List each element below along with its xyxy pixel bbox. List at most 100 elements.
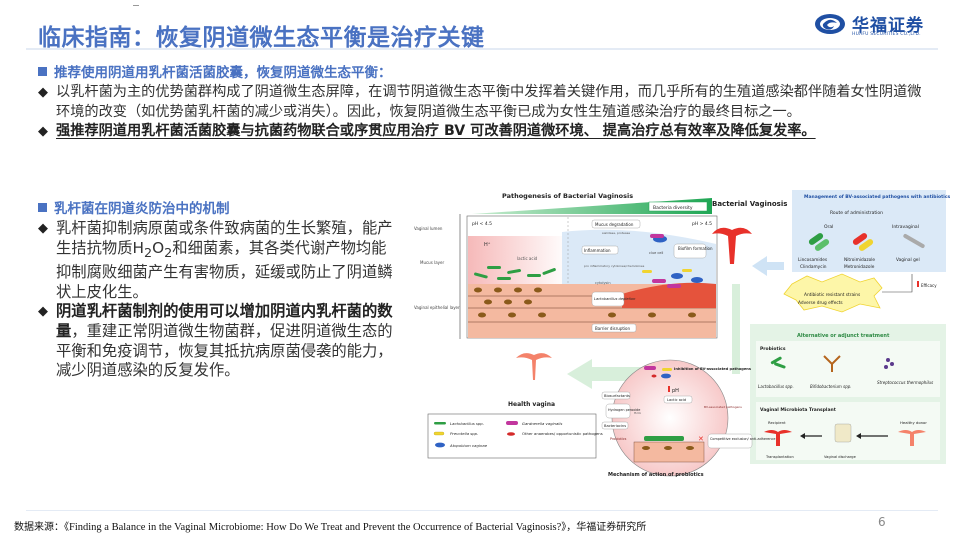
page-number: 6	[878, 515, 886, 529]
route-label: Route of administration	[830, 210, 883, 216]
vmt-flow	[764, 423, 926, 446]
h2o2-label: H₂O₂	[634, 411, 642, 415]
uterus-bv-icon	[712, 227, 752, 264]
sialidase-label: sialidase, protease	[602, 231, 630, 235]
biofilm-label: Biofilm formation	[678, 246, 713, 251]
bracket-open: 《	[64, 522, 69, 533]
clue-cell-label: clue cell	[649, 251, 663, 255]
section-heading: 推荐使用阴道用乳杆菌活菌胶囊，恢复阴道微生态平衡：	[38, 64, 928, 83]
bv-pathogenesis-figure: Pathogenesis of Bacterial Vaginosis Bact…	[414, 190, 950, 478]
legend-item: Gardnerella vaginalis	[522, 421, 562, 426]
efficacy-label: Efficacy	[921, 283, 937, 288]
diamond-bullet-icon: ◆	[38, 124, 48, 140]
source-title: Finding a Balance in the Vaginal Microbi…	[69, 522, 562, 533]
layer-label: Vaginal epithelial layer	[414, 305, 460, 310]
ph-low-label: pH < 4.5	[472, 221, 492, 227]
bv-title: Bacterial Vaginosis	[712, 200, 787, 208]
arrow-icon	[752, 256, 767, 276]
bv-pathogens-label: BV-associated pathogens	[704, 405, 742, 409]
legend-item: Atopobium vaginae	[449, 443, 488, 448]
square-bullet-icon	[38, 203, 47, 212]
capsule-icons	[808, 233, 925, 251]
inhibition-label: Inhibition of BV-associated pathogens	[674, 367, 751, 371]
logo-name-en: HUAFU SECURITIES CO.,LTD.	[852, 32, 921, 37]
strain-label: Bifidobacterium spp.	[810, 384, 852, 389]
cytokines-label: pro inflammatory cytokines/chemokines	[584, 264, 645, 268]
section-mechanism: 乳杆菌在阴道炎防治中的机制 ◆ 乳杆菌抑制病原菌或条件致病菌的生长繁殖，能产生拮…	[38, 200, 398, 381]
lactic-acid-mech-label: Lactic acid	[667, 398, 686, 402]
source-label: 数据来源：	[14, 522, 64, 533]
uterus-healthy-icon	[516, 353, 552, 380]
layer-label: Vaginal lumen	[414, 226, 443, 231]
down-arrow-icon	[917, 281, 919, 287]
pathogen-cluster	[642, 234, 703, 288]
oral-label: Oral	[824, 224, 833, 230]
probiotics-mech-label: Probiotics	[610, 437, 627, 441]
lactobacillus-depletion-label: Lactobacillus depletion	[594, 297, 636, 301]
footer-divider	[26, 510, 938, 511]
alternative-title: Alternative or adjunct treatment	[797, 333, 890, 339]
probiotic-icons	[770, 355, 894, 372]
source-note: 数据来源：《Finding a Balance in the Vaginal M…	[14, 518, 646, 533]
drug-name-label: Clindamycin	[800, 264, 827, 270]
bullet-item: ◆ 乳杆菌抑制病原菌或条件致病菌的生长繁殖，能产生拮抗物质H2O2和细菌素，其各…	[38, 219, 393, 301]
ph-label: pH	[672, 388, 679, 394]
square-bullet-icon	[38, 67, 47, 76]
drug-class-label: Vaginal gel	[896, 257, 920, 263]
management-title: Management of BV-associated pathogens wi…	[804, 194, 950, 200]
adverse-effects-label: Adverse drug effects	[798, 300, 843, 306]
pathogenesis-title: Pathogenesis of Bacterial Vaginosis	[502, 192, 633, 200]
bacteriocins-label: Bacteriocins	[604, 424, 626, 428]
barrier-disruption-label: Barrier disruption	[595, 326, 630, 331]
cross-icon: ✕	[698, 435, 704, 443]
mechanism-title: Mechanism of action of probiotics	[608, 472, 704, 478]
pathogens-inhibited	[644, 366, 672, 379]
logo-swirl-icon	[815, 14, 845, 34]
recipient-label: Recipient	[768, 420, 786, 425]
source-org: 》，华福证券研究所	[561, 522, 647, 533]
section-recommendation: 推荐使用阴道用乳杆菌活菌胶囊，恢复阴道微生态平衡： ◆ 以乳杆菌为主的优势菌群构…	[38, 64, 928, 142]
biosurfactants-label: Biosurfactants	[604, 394, 630, 398]
section-heading: 乳杆菌在阴道炎防治中的机制	[38, 200, 398, 219]
ph-high-label: pH > 4.5	[692, 221, 712, 227]
lactobacillus-cluster	[474, 266, 556, 280]
bullet-item: ◆ 以乳杆菌为主的优势菌群构成了阴道微生态屏障，在调节阴道微生态平衡中发挥着关键…	[38, 84, 922, 120]
page-title: 临床指南：恢复阴道微生态平衡是治疗关键	[38, 25, 485, 51]
probiotics-label: Probiotics	[760, 346, 786, 352]
discharge-label: Vaginal discharge	[824, 455, 857, 459]
mechanism-epithelium	[633, 436, 705, 463]
transplantation-label: Transplantation	[765, 455, 794, 459]
green-arrow-icon	[567, 359, 642, 389]
title-divider	[26, 48, 938, 50]
drug-name-label: Metronidazole	[844, 264, 875, 270]
strain-label: Streptococcus thermophilus	[877, 380, 933, 385]
health-vagina-label: Health vagina	[508, 401, 555, 408]
diamond-bullet-icon: ◆	[38, 304, 48, 320]
resistance-burst	[783, 273, 883, 313]
inflammation-label: Inflammation	[584, 248, 611, 253]
intravaginal-label: Intravaginal	[892, 224, 919, 230]
logo-name-cn: 华福证券	[852, 16, 924, 36]
bullet-item: ◆ 阴道乳杆菌制剂的使用可以增加阴道内乳杆菌的数量，重建正常阴道微生物菌群，促进…	[38, 302, 393, 380]
donor-label: Healthy donor	[900, 420, 927, 425]
legend-item: Lactobacillus spp.	[450, 421, 484, 426]
h-plus-label: H⁺	[484, 242, 491, 248]
lactic-acid-label: lactic acid	[517, 256, 538, 261]
decorative-mark	[133, 5, 139, 6]
hydrogen-peroxide-label: Hydrogen peroxide	[608, 408, 640, 412]
company-logo: 华福证券 HUAFU SECURITIES CO.,LTD.	[814, 10, 934, 40]
legend-item: Prevotella spp.	[450, 431, 478, 436]
bacteria-diversity-label: Bacteria diversity	[653, 205, 693, 211]
bullet-item: ◆ 强推荐阴道用乳杆菌活菌胶囊与抗菌药物联合或序贯应用治疗 BV 可改善阴道微环…	[38, 122, 928, 142]
emphasized-recommendation: 强推荐阴道用乳杆菌活菌胶囊与抗菌药物联合或序贯应用治疗 BV 可改善阴道微环境、…	[56, 123, 816, 140]
cytolysin-label: cytolysin	[595, 281, 611, 285]
resistance-label: Antibiotic resistant strains	[804, 292, 861, 298]
vmt-title: Vaginal Microbiota Transplant	[760, 407, 837, 413]
competitive-exclusion-label: Competitive exclusion/ anti-adherence	[710, 437, 775, 441]
legend-item: Other anaerobes/ opportunistic pathogens	[522, 431, 603, 436]
diamond-bullet-icon: ◆	[38, 85, 48, 100]
mucus-degradation-label: Mucus degradation	[595, 222, 634, 227]
drug-class-label: Nitroimidazole	[844, 257, 875, 263]
layer-label: Mucus layer	[420, 260, 444, 265]
diamond-bullet-icon: ◆	[38, 221, 48, 236]
